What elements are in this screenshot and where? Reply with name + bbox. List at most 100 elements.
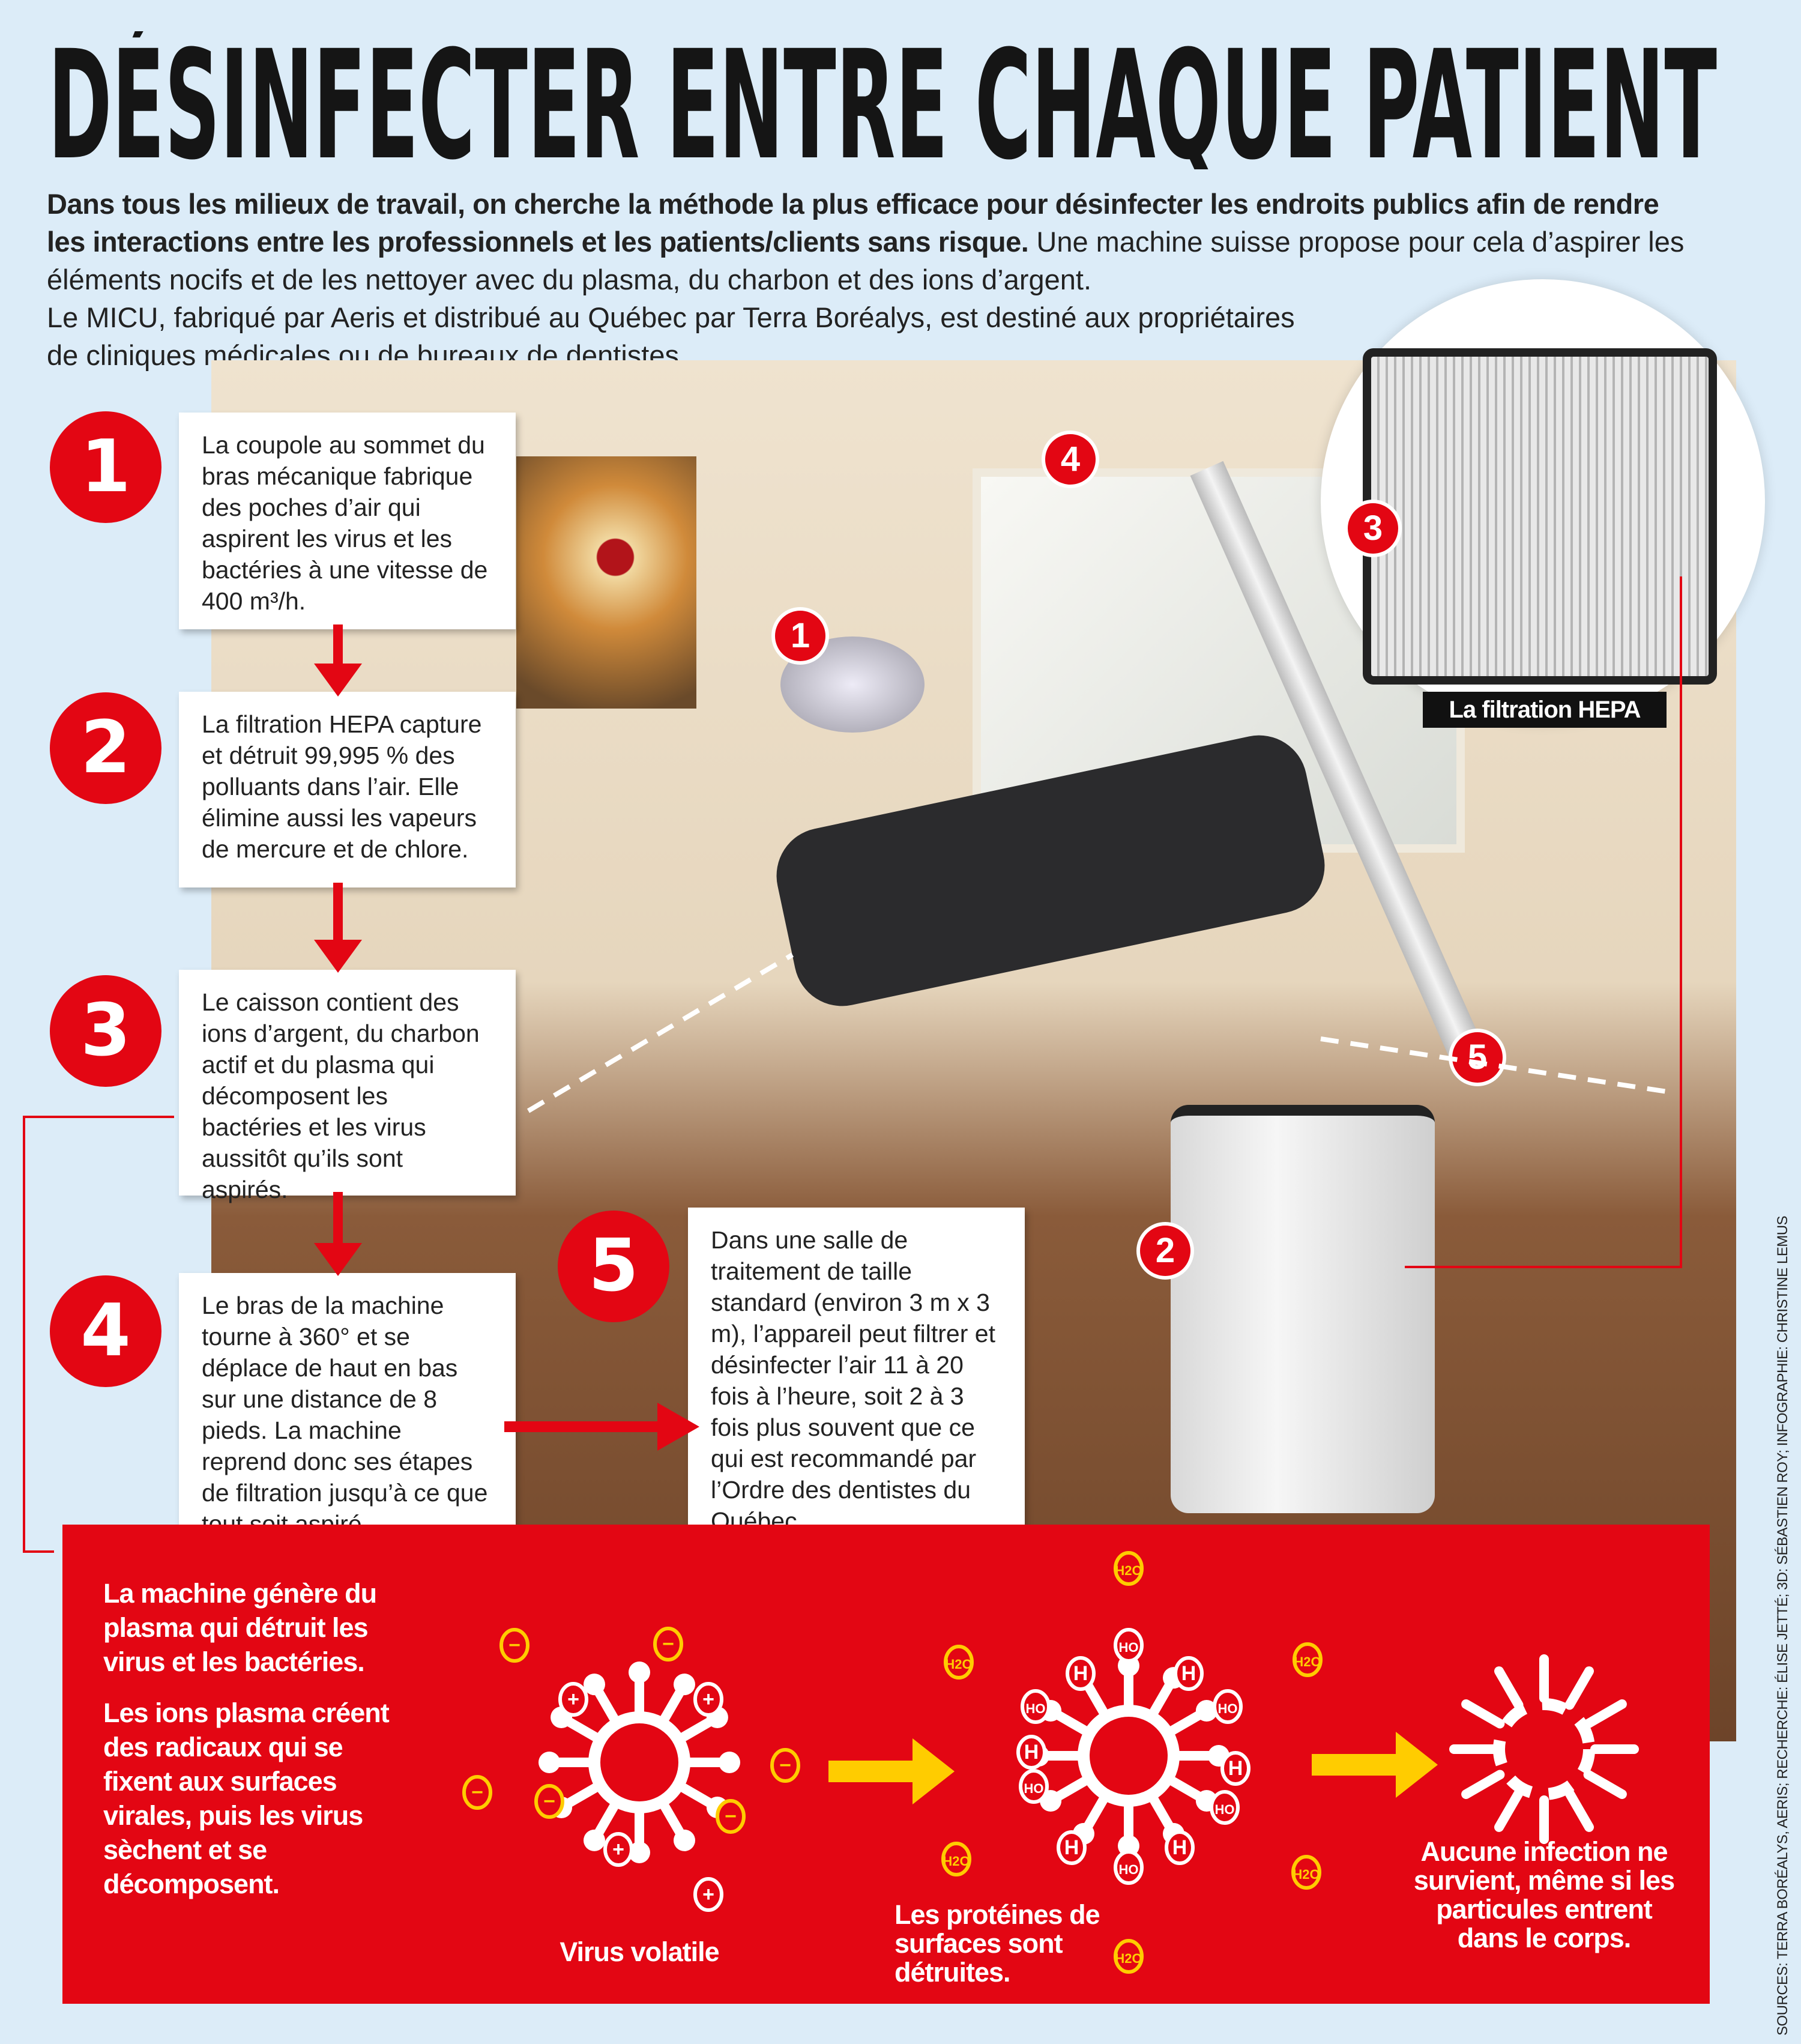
hydrogen-icon: H bbox=[1016, 1735, 1046, 1770]
step-number-2: 2 bbox=[50, 692, 161, 804]
page-title-wrapper: DÉSINFECTER ENTRE CHAQUE PATIENT bbox=[48, 31, 1717, 169]
svg-text:+: + bbox=[567, 1688, 579, 1711]
minus-ion-icon: − bbox=[499, 1628, 529, 1663]
minus-ion-icon: − bbox=[462, 1775, 492, 1810]
svg-text:H2O: H2O bbox=[1115, 1563, 1142, 1578]
hydrogen-icon: H bbox=[1066, 1656, 1096, 1691]
minus-ion-icon: − bbox=[653, 1627, 683, 1662]
hydroxyl-icon: HO bbox=[1019, 1769, 1049, 1804]
page-title: DÉSINFECTER ENTRE CHAQUE PATIENT bbox=[48, 31, 1717, 169]
svg-text:H: H bbox=[1228, 1757, 1243, 1780]
plasma-explanation: La machine génère du plasma qui détruit … bbox=[103, 1576, 415, 1918]
svg-text:−: − bbox=[725, 1805, 737, 1828]
water-molecule-icon: H2O bbox=[1291, 1855, 1321, 1890]
proteins-destroyed-label: Les protéines de surfaces sont détruites… bbox=[894, 1899, 1100, 1988]
painting-illustration bbox=[516, 456, 696, 709]
svg-text:HO: HO bbox=[1026, 1701, 1046, 1716]
hepa-label: La filtration HEPA bbox=[1423, 692, 1667, 728]
credits: SOURCES: TERRA BORÉALYS, AERIS; RECHERCH… bbox=[1775, 1215, 1791, 2036]
water-molecule-icon: H2O bbox=[944, 1645, 974, 1680]
svg-text:H: H bbox=[1073, 1662, 1088, 1685]
svg-text:+: + bbox=[702, 1883, 714, 1906]
intro-line2: Le MICU, fabriqué par Aeris et distribué… bbox=[47, 301, 1295, 333]
hepa-filter-image bbox=[1363, 348, 1717, 685]
no-infection-label: Aucune infection ne survient, même si le… bbox=[1413, 1836, 1675, 1953]
yellow-arrow-2 bbox=[1312, 1732, 1438, 1798]
step-number-5: 5 bbox=[558, 1211, 669, 1322]
water-molecule-icon: H2O bbox=[1293, 1642, 1323, 1677]
hydroxyl-icon: HO bbox=[1114, 1628, 1144, 1663]
svg-text:+: + bbox=[702, 1688, 714, 1711]
plus-ion-icon: + bbox=[558, 1682, 588, 1717]
intro-regular: Une machine suisse propose pour cela d’a… bbox=[47, 226, 1685, 295]
arrow-2-3 bbox=[314, 940, 362, 973]
step-2-box: La filtration HEPA capture et détruit 99… bbox=[179, 692, 516, 887]
hydrogen-icon: H bbox=[1165, 1830, 1195, 1865]
minus-ion-icon: − bbox=[534, 1784, 564, 1819]
plasma-text-1: La machine génère du plasma qui détruit … bbox=[103, 1578, 377, 1677]
plus-ion-icon: + bbox=[693, 1877, 723, 1912]
hydrogen-icon: H bbox=[1220, 1751, 1250, 1786]
svg-text:H: H bbox=[1024, 1741, 1039, 1764]
svg-text:HO: HO bbox=[1024, 1781, 1044, 1796]
air-flow-arrow-left bbox=[526, 952, 794, 1113]
intro-bold: Dans tous les milieux de travail, on che… bbox=[47, 188, 1659, 258]
water-molecule-icon: H2O bbox=[1114, 1939, 1144, 1974]
svg-text:H2O: H2O bbox=[1294, 1654, 1321, 1669]
step-3-box: Le caisson contient des ions d’argent, d… bbox=[179, 970, 516, 1203]
photo-marker-4: 4 bbox=[1042, 431, 1099, 488]
micu-machine-illustration bbox=[1171, 1105, 1435, 1513]
svg-text:H2O: H2O bbox=[945, 1657, 972, 1672]
minus-ion-icon: − bbox=[770, 1748, 800, 1783]
plus-ion-icon: + bbox=[603, 1832, 633, 1867]
photo-marker-1: 1 bbox=[771, 607, 829, 665]
svg-text:−: − bbox=[662, 1633, 674, 1655]
svg-text:−: − bbox=[543, 1790, 555, 1813]
yellow-arrow-1 bbox=[828, 1738, 955, 1804]
minus-ion-icon: − bbox=[716, 1799, 746, 1834]
plasma-text-2: Les ions plasma créent des radicaux qui … bbox=[103, 1698, 390, 1899]
step-number-4: 4 bbox=[50, 1275, 161, 1387]
svg-text:−: − bbox=[779, 1754, 791, 1777]
svg-text:HO: HO bbox=[1119, 1640, 1139, 1655]
svg-text:H: H bbox=[1181, 1662, 1196, 1685]
photo-marker-2: 2 bbox=[1136, 1222, 1194, 1280]
hydrogen-icon: H bbox=[1174, 1656, 1204, 1691]
step-number-1: 1 bbox=[50, 411, 161, 523]
svg-text:H: H bbox=[1064, 1836, 1079, 1859]
svg-text:H2O: H2O bbox=[943, 1854, 970, 1869]
svg-text:HO: HO bbox=[1218, 1701, 1238, 1716]
intro-text: Dans tous les milieux de travail, on che… bbox=[47, 185, 1704, 374]
hydrogen-icon: H bbox=[1057, 1830, 1087, 1865]
water-molecule-icon: H2O bbox=[941, 1842, 971, 1876]
arrow-4-5 bbox=[657, 1403, 699, 1451]
water-molecule-icon: H2O bbox=[1114, 1551, 1144, 1586]
svg-text:+: + bbox=[612, 1838, 624, 1861]
hydroxyl-icon: HO bbox=[1210, 1790, 1240, 1825]
step-number-3: 3 bbox=[50, 975, 161, 1087]
virus-destroyed-icon bbox=[1449, 1654, 1639, 1844]
step-1-box: La coupole au sommet du bras mécanique f… bbox=[179, 413, 516, 629]
svg-text:H2O: H2O bbox=[1293, 1867, 1320, 1882]
arrow-3-4 bbox=[314, 1243, 362, 1276]
svg-text:HO: HO bbox=[1215, 1802, 1235, 1817]
plus-ion-icon: + bbox=[693, 1682, 723, 1717]
virus-volatile-label: Virus volatile bbox=[560, 1937, 719, 1967]
photo-marker-3: 3 bbox=[1344, 500, 1402, 557]
svg-text:HO: HO bbox=[1119, 1862, 1139, 1877]
photo-marker-5: 5 bbox=[1449, 1029, 1506, 1086]
svg-text:−: − bbox=[471, 1781, 483, 1804]
hepa-pointer-line bbox=[1405, 576, 1682, 1268]
arrow-1-2 bbox=[314, 664, 362, 697]
hydroxyl-icon: HO bbox=[1021, 1689, 1051, 1724]
step-4-box: Le bras de la machine tourne à 360° et s… bbox=[179, 1273, 516, 1549]
hydroxyl-icon: HO bbox=[1114, 1850, 1144, 1885]
svg-text:H: H bbox=[1172, 1836, 1187, 1859]
svg-text:−: − bbox=[508, 1634, 520, 1657]
hydroxyl-icon: HO bbox=[1213, 1689, 1243, 1724]
panel-pointer-line bbox=[23, 1116, 174, 1553]
svg-text:H2O: H2O bbox=[1115, 1951, 1142, 1966]
